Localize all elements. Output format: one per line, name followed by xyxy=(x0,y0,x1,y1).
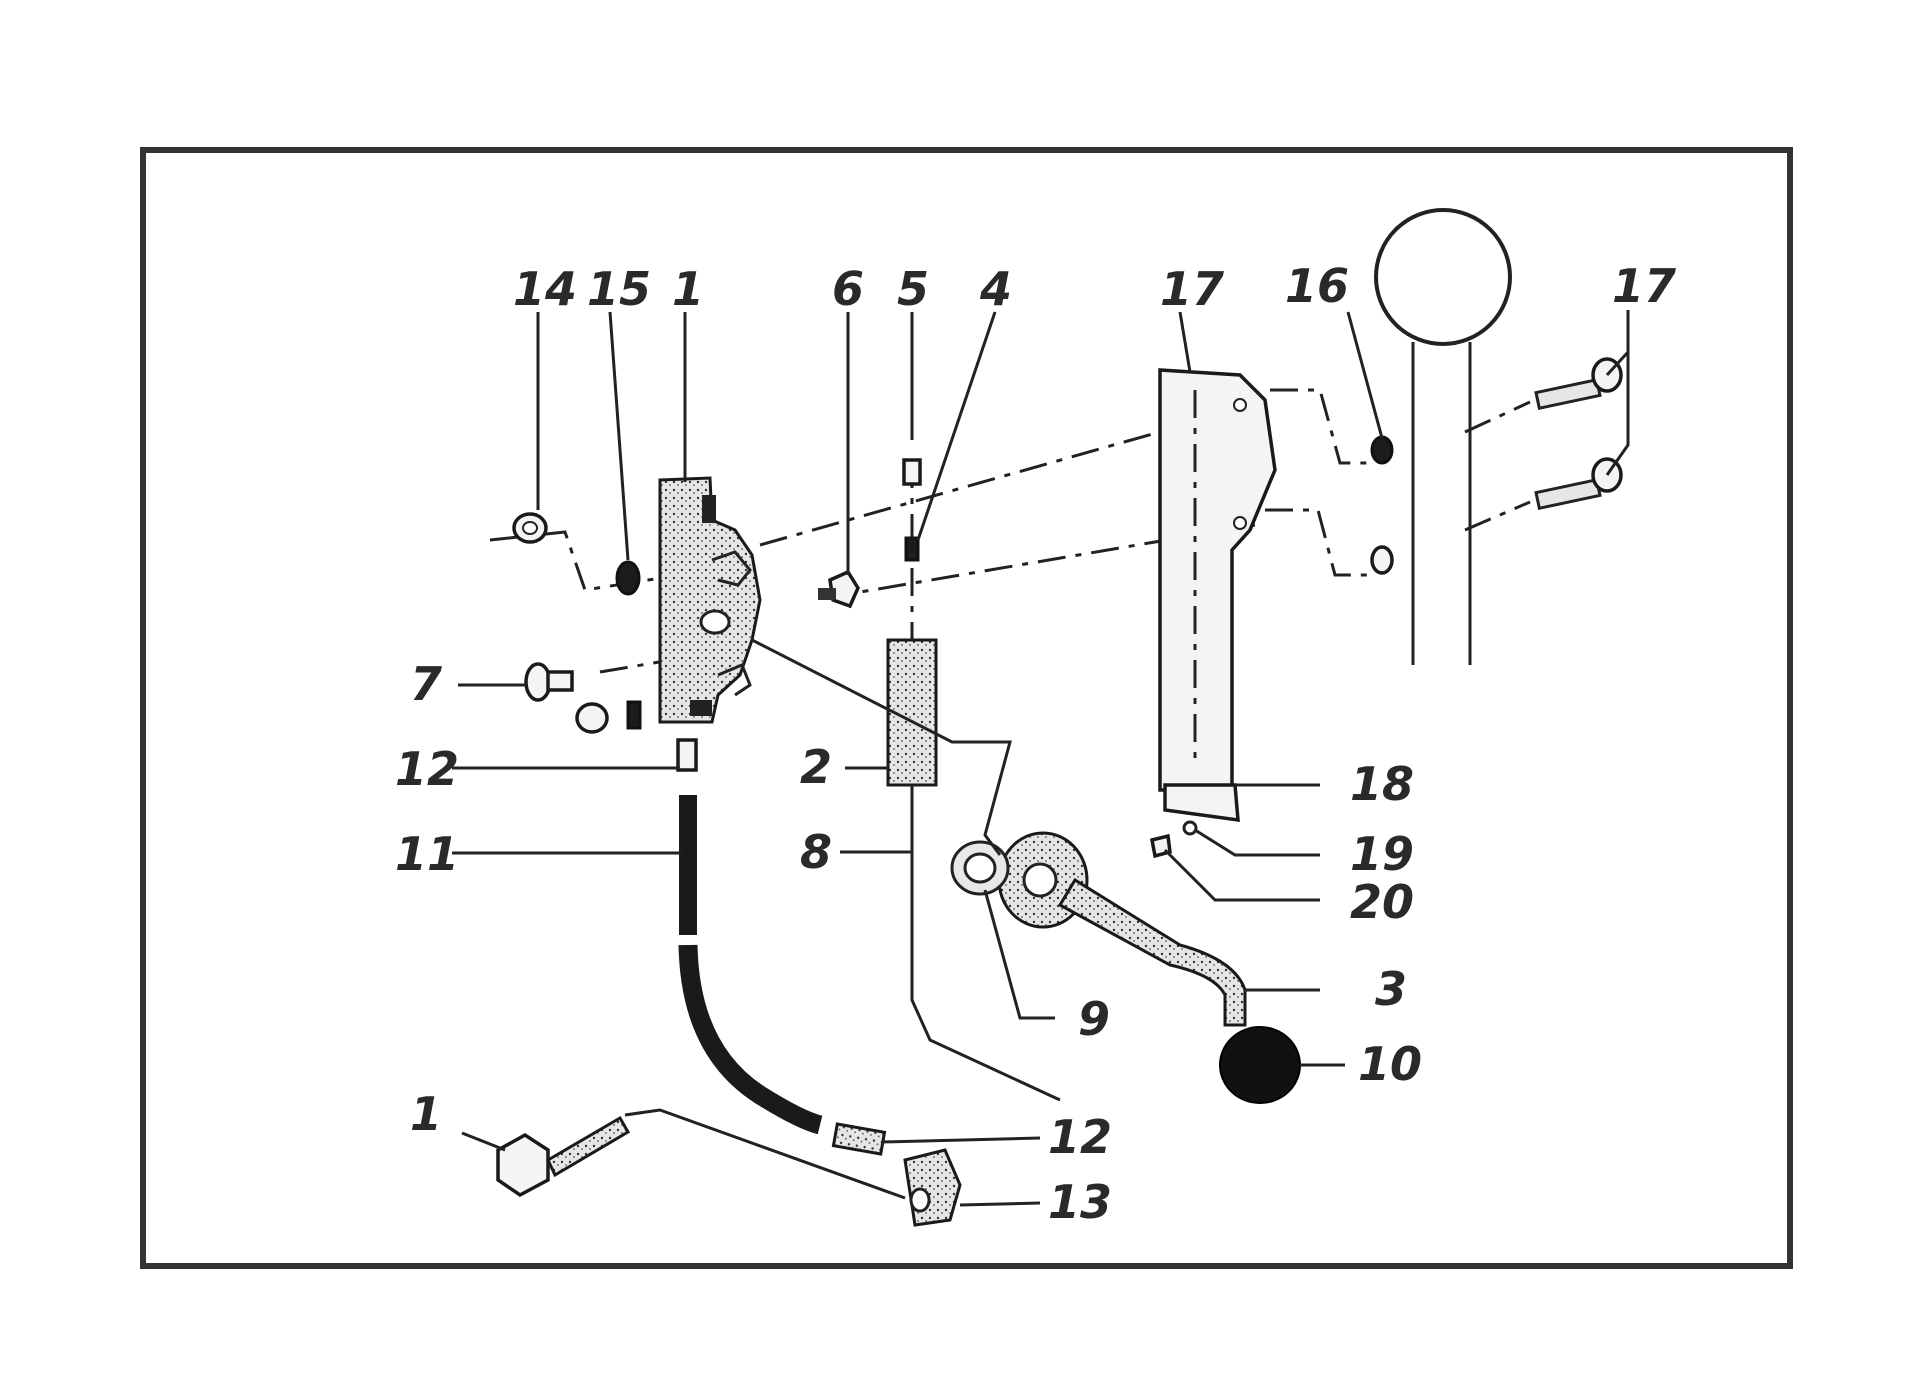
label-part-12-bottom: 12 xyxy=(1048,1110,1112,1164)
bolt-part-17-upper xyxy=(1534,357,1623,411)
label-part-15: 15 xyxy=(587,262,651,316)
fitting-part-12-lower xyxy=(831,1122,887,1156)
lower-washer xyxy=(626,700,642,730)
label-part-17-middle: 17 xyxy=(1160,262,1224,316)
nut-part-14 xyxy=(512,512,548,544)
label-part-1-bottom: 1 xyxy=(410,1087,442,1141)
fitting-part-12-upper xyxy=(676,738,698,772)
label-part-2: 2 xyxy=(800,740,832,794)
label-part-12-left: 12 xyxy=(395,742,459,796)
screw-part-6 xyxy=(818,569,860,609)
clip-part-18 xyxy=(1163,783,1240,823)
label-part-8: 8 xyxy=(800,825,832,879)
leader-lines xyxy=(452,310,1630,1207)
block-part-13 xyxy=(903,1148,962,1227)
plate-part-17 xyxy=(1158,368,1277,792)
rod-part-8 xyxy=(910,785,1061,1102)
column-post xyxy=(1374,208,1512,665)
label-part-4: 4 xyxy=(979,262,1012,316)
label-part-17-right: 17 xyxy=(1612,259,1676,313)
label-part-1-top: 1 xyxy=(672,262,704,316)
label-part-19: 19 xyxy=(1350,827,1414,881)
label-part-16: 16 xyxy=(1285,259,1349,313)
label-part-7: 7 xyxy=(410,657,442,711)
label-part-18: 18 xyxy=(1350,757,1414,811)
bolt-part-1-bottom xyxy=(496,1115,631,1198)
diagram-frame xyxy=(140,147,1793,1269)
stud-part-5 xyxy=(902,458,922,486)
stud-part-4 xyxy=(904,536,920,562)
knob-part-10 xyxy=(1219,1026,1301,1104)
bolt-part-7 xyxy=(524,662,574,702)
washer-part-9 xyxy=(950,840,1010,896)
lower-nut xyxy=(575,702,609,734)
label-part-5: 5 xyxy=(897,262,929,316)
lever-part-3 xyxy=(997,831,1247,1027)
label-part-6: 6 xyxy=(832,262,864,316)
assembly-lines xyxy=(489,388,1531,674)
washer-part-16-lower xyxy=(1370,545,1394,575)
label-part-20: 20 xyxy=(1350,875,1414,929)
label-part-11: 11 xyxy=(395,827,459,881)
washer-part-15 xyxy=(615,560,641,596)
label-part-14: 14 xyxy=(513,262,577,316)
label-part-13: 13 xyxy=(1048,1175,1112,1229)
cable-part-11 xyxy=(678,795,823,1135)
washer-part-19 xyxy=(1182,820,1198,836)
bracket-part-1 xyxy=(658,476,762,724)
bolt-part-17-lower xyxy=(1534,457,1623,511)
washer-part-16-upper xyxy=(1370,435,1394,465)
label-part-3: 3 xyxy=(1375,962,1407,1016)
label-part-10: 10 xyxy=(1358,1037,1422,1091)
label-part-9: 9 xyxy=(1078,992,1110,1046)
